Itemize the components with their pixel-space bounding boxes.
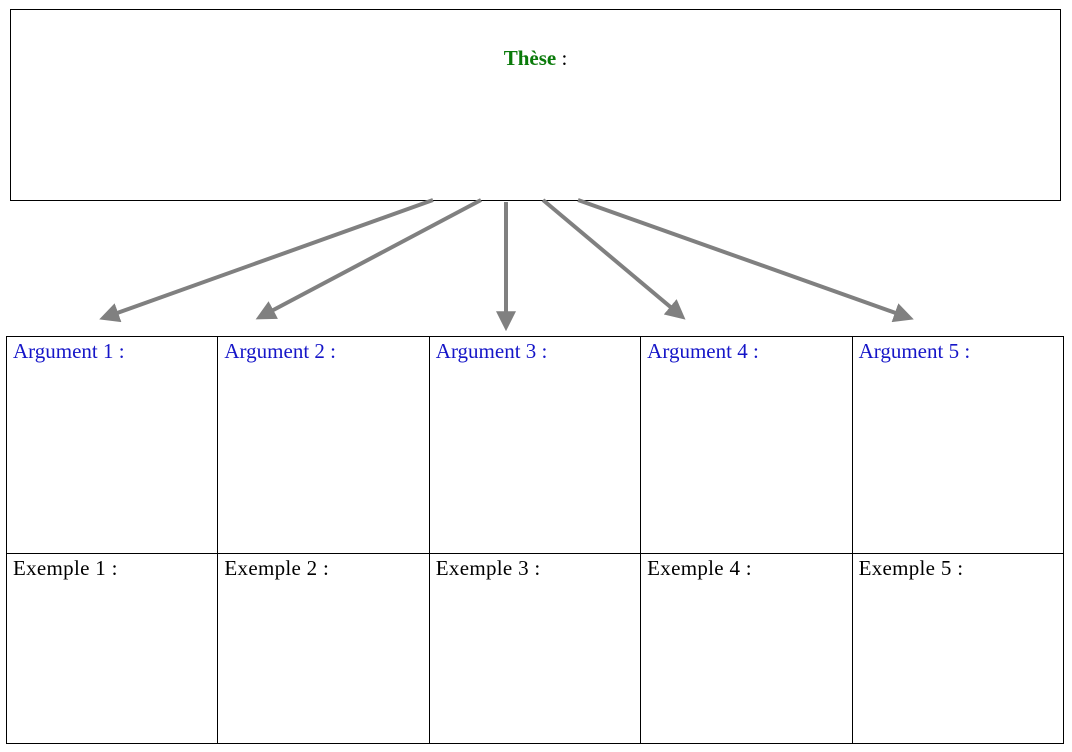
argument-label-5: Argument 5 : xyxy=(858,339,971,363)
arrow-to-argument-4 xyxy=(541,198,686,320)
argument-label-3: Argument 3 : xyxy=(435,339,548,363)
argument-label-4: Argument 4 : xyxy=(647,339,759,363)
example-label-5: Exemple 5 : xyxy=(858,556,964,580)
example-label-4: Exemple 4 : xyxy=(647,556,752,580)
examples-row: Exemple 1 : Exemple 2 : Exemple 3 : Exem… xyxy=(5,553,1065,744)
argument-cell-5: Argument 5 : xyxy=(851,336,1065,554)
argument-cell-2: Argument 2 : xyxy=(217,336,430,554)
arrow-to-argument-1 xyxy=(99,198,434,323)
argument-label-2: Argument 2 : xyxy=(224,339,336,363)
these-label: Thèse xyxy=(503,46,557,70)
example-label-3: Exemple 3 : xyxy=(435,556,541,580)
example-cell-4: Exemple 4 : xyxy=(640,553,853,744)
example-cell-1: Exemple 1 : xyxy=(5,553,219,744)
example-label-2: Exemple 2 : xyxy=(224,556,330,580)
these-box: Thèse : xyxy=(10,9,1061,201)
argument-cell-1: Argument 1 : xyxy=(5,336,219,554)
argument-label-1: Argument 1 : xyxy=(13,339,125,363)
these-title: Thèse : xyxy=(11,46,1060,71)
example-label-1: Exemple 1 : xyxy=(13,556,118,580)
these-suffix: : xyxy=(556,46,568,70)
arrow-to-argument-5 xyxy=(577,198,914,323)
example-cell-2: Exemple 2 : xyxy=(217,553,430,744)
example-cell-3: Exemple 3 : xyxy=(428,553,642,744)
argument-cell-4: Argument 4 : xyxy=(640,336,853,554)
arguments-row: Argument 1 : Argument 2 : Argument 3 : A… xyxy=(5,336,1065,554)
argument-grid: Argument 1 : Argument 2 : Argument 3 : A… xyxy=(5,336,1065,744)
argument-cell-3: Argument 3 : xyxy=(428,336,642,554)
arrow-to-argument-2 xyxy=(255,198,482,320)
example-cell-5: Exemple 5 : xyxy=(851,553,1065,744)
